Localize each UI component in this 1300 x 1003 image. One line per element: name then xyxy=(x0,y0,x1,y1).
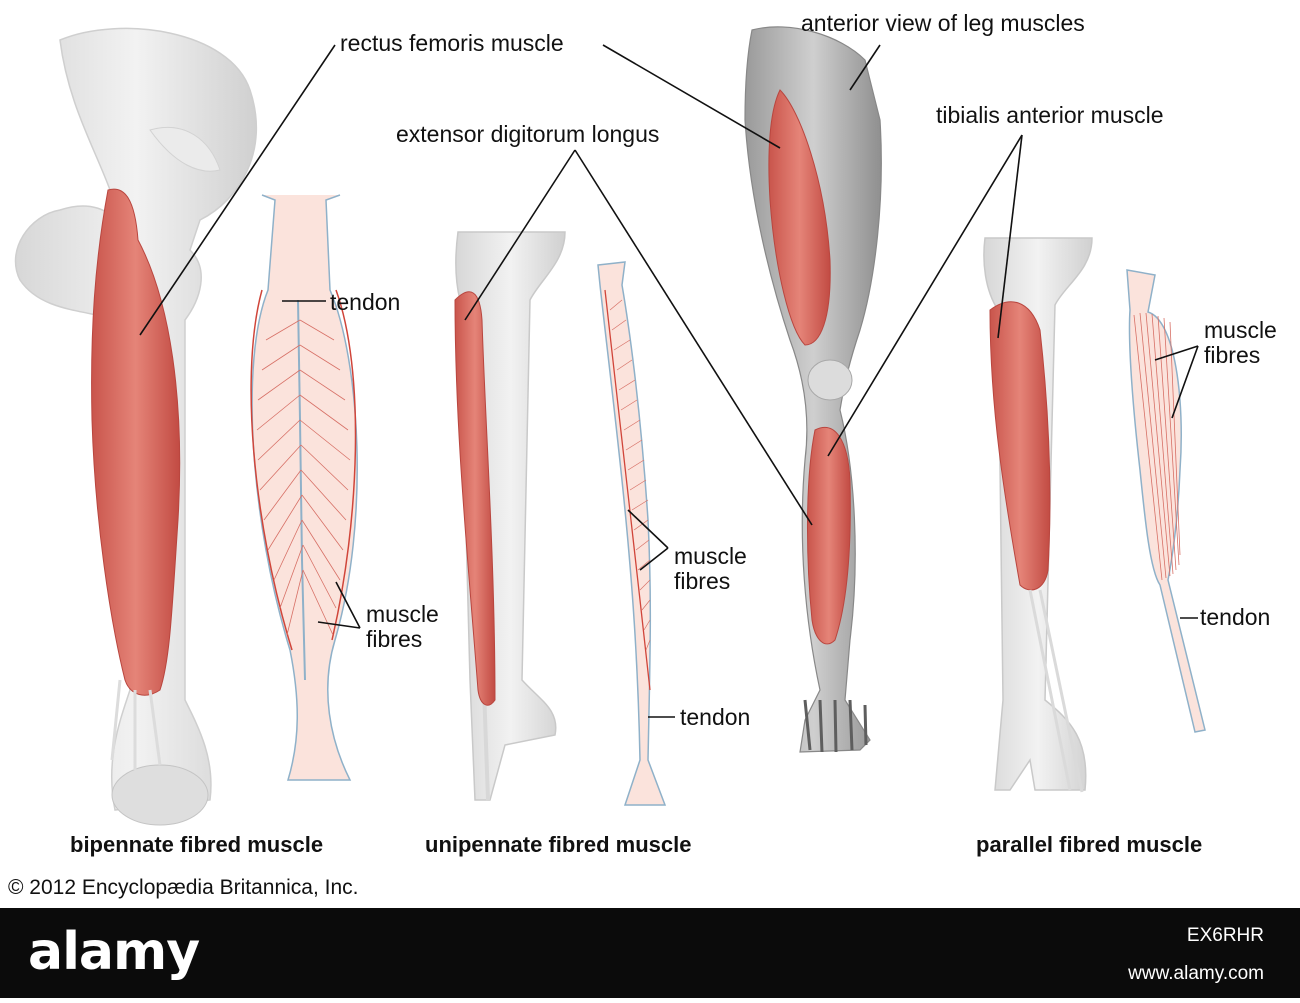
label-fibres-parallel-line2: fibres xyxy=(1204,341,1261,368)
label-tendon-unipennate: tendon xyxy=(680,704,751,730)
stock-banner: alamy EX6RHR www.alamy.com xyxy=(0,908,1300,998)
label-tibialis-anterior: tibialis anterior muscle xyxy=(936,102,1164,128)
bipennate-schematic xyxy=(250,194,358,781)
tibialis-anterior-muscle xyxy=(989,301,1084,793)
label-extensor-digitorum: extensor digitorum longus xyxy=(396,121,660,147)
caption-parallel: parallel fibred muscle xyxy=(976,832,1203,857)
label-rectus-femoris: rectus femoris muscle xyxy=(340,30,564,56)
copyright-notice: © 2012 Encyclopædia Britannica, Inc. xyxy=(8,876,359,899)
label-fibres-unipennate: muscle fibres xyxy=(674,544,747,594)
label-fibres-bipennate-line2: fibres xyxy=(366,625,423,652)
label-fibres-bipennate: muscle fibres xyxy=(366,602,439,652)
rectus-femoris-muscle xyxy=(91,188,181,770)
extensor-digitorum-muscle xyxy=(454,291,496,706)
anterior-leg xyxy=(744,26,882,753)
label-fibres-unipennate-line1: muscle xyxy=(674,543,747,569)
stock-url[interactable]: www.alamy.com xyxy=(1128,963,1264,984)
caption-unipennate: unipennate fibred muscle xyxy=(425,832,692,857)
label-fibres-unipennate-line2: fibres xyxy=(674,567,731,594)
label-tendon-bipennate: tendon xyxy=(330,289,401,315)
label-tendon-parallel: tendon xyxy=(1200,604,1271,630)
label-fibres-bipennate-line1: muscle xyxy=(366,601,439,627)
leader-lines xyxy=(139,44,1199,718)
stock-image-id: EX6RHR xyxy=(1186,925,1264,946)
alamy-logo: alamy xyxy=(28,922,200,982)
label-fibres-parallel-line1: muscle xyxy=(1204,317,1277,343)
unipennate-schematic xyxy=(597,261,667,806)
label-fibres-parallel: muscle fibres xyxy=(1204,318,1277,368)
caption-bipennate: bipennate fibred muscle xyxy=(70,832,324,857)
label-anterior-view: anterior view of leg muscles xyxy=(801,10,1085,36)
parallel-schematic xyxy=(1126,269,1206,733)
